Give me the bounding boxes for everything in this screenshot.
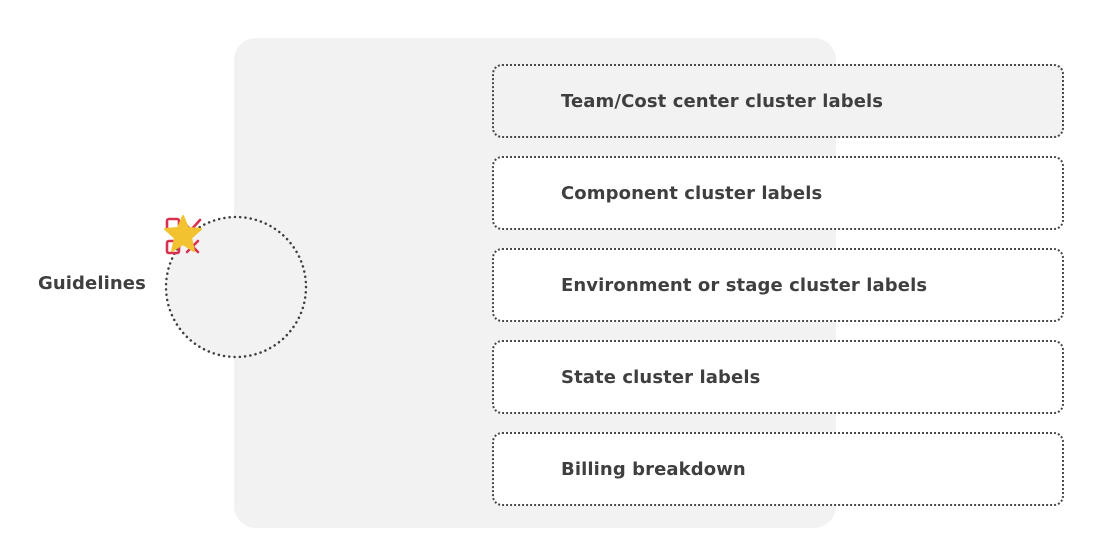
- guidelines-node: [163, 214, 309, 360]
- card-label: Team/Cost center cluster labels: [561, 90, 884, 112]
- guidelines-label: Guidelines: [38, 273, 146, 294]
- card-label: Environment or stage cluster labels: [561, 274, 928, 296]
- dotted-circle: [164, 215, 308, 359]
- card-environment-stage: Environment or stage cluster labels: [492, 248, 1064, 322]
- label-category-list: Team/Cost center cluster labels Componen…: [492, 64, 1064, 524]
- card-label: State cluster labels: [561, 366, 761, 388]
- card-billing-breakdown: Billing breakdown: [492, 432, 1064, 506]
- card-team-cost-center: Team/Cost center cluster labels: [492, 64, 1064, 138]
- star-icon: [164, 215, 202, 252]
- card-state: State cluster labels: [492, 340, 1064, 414]
- card-label: Billing breakdown: [561, 458, 746, 480]
- card-label: Component cluster labels: [561, 182, 823, 204]
- card-component: Component cluster labels: [492, 156, 1064, 230]
